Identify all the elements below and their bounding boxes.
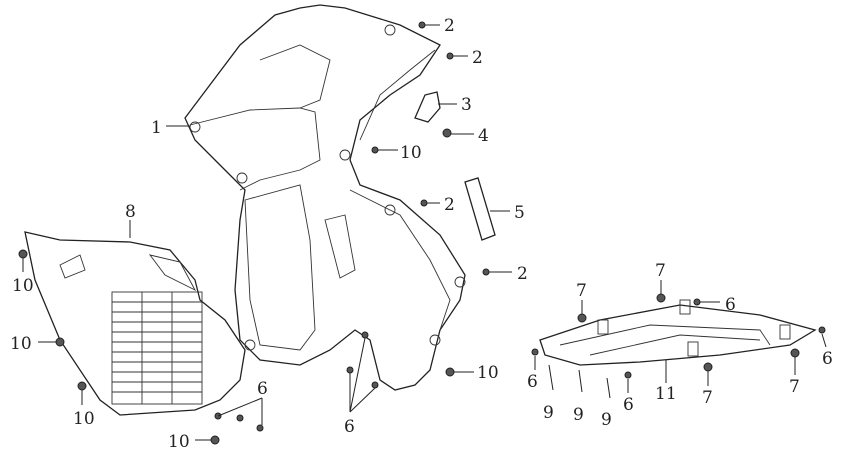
callout-2: 2	[444, 16, 455, 36]
callout-10: 10	[400, 143, 422, 163]
callout-7: 7	[702, 388, 713, 408]
callout-7: 7	[655, 261, 666, 281]
grille-cover-part-8	[24, 231, 246, 416]
floor-panel-part-11	[539, 299, 817, 366]
callout-5: 5	[514, 203, 525, 223]
callout-2: 2	[472, 48, 483, 68]
callout-labels: 2 2 3 4 10 5 2 2 1 8 10 10 10 10 6 6 10 …	[10, 16, 833, 452]
callout-2: 2	[444, 195, 455, 215]
callout-6: 6	[623, 395, 634, 415]
callout-4: 4	[478, 126, 489, 146]
callout-8: 8	[125, 202, 136, 222]
callout-9: 9	[601, 410, 612, 430]
callout-7: 7	[789, 377, 800, 397]
callout-1: 1	[151, 118, 162, 138]
callout-9: 9	[543, 403, 554, 423]
callout-10: 10	[12, 276, 34, 296]
plate-part-5	[464, 177, 496, 241]
hook-part-3	[414, 91, 441, 123]
grille-vents	[111, 291, 203, 405]
callout-11: 11	[655, 384, 677, 404]
callout-6: 6	[822, 349, 833, 369]
inner-cover-part-1	[184, 4, 466, 391]
callout-6: 6	[527, 372, 538, 392]
fasteners	[18, 21, 826, 445]
callout-7: 7	[576, 281, 587, 301]
callout-6: 6	[344, 417, 355, 437]
callout-3: 3	[461, 95, 472, 115]
callout-6: 6	[725, 295, 736, 315]
leader-lines	[22, 24, 827, 441]
callout-10: 10	[168, 432, 190, 452]
callout-10: 10	[73, 409, 95, 429]
callout-6: 6	[257, 379, 268, 399]
callout-10: 10	[10, 334, 32, 354]
callout-10: 10	[477, 363, 499, 383]
callout-9: 9	[573, 405, 584, 425]
callout-2: 2	[517, 264, 528, 284]
